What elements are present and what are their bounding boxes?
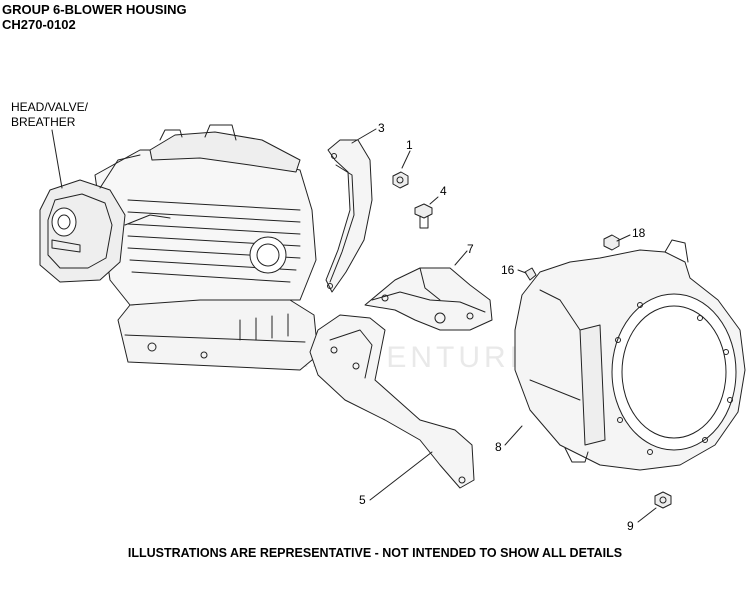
intake-port: [249, 236, 287, 274]
callout-part-9: 9: [627, 519, 634, 533]
diagram-code: CH270-0102: [2, 17, 76, 32]
callout-part-18: 18: [632, 226, 646, 240]
part-3-shroud: [325, 128, 377, 293]
part-18-nut: [603, 234, 631, 251]
part-9-nut: [637, 491, 672, 523]
callout-part-1: 1: [406, 138, 413, 152]
callout-part-16: 16: [501, 263, 515, 277]
callout-head-valve-line2: BREATHER: [11, 115, 76, 129]
engine-assembly: [39, 124, 319, 371]
callout-part-3: 3: [378, 121, 385, 135]
part-5-baffle: [309, 314, 475, 501]
callout-part-8: 8: [495, 440, 502, 454]
engine-valve-cover: [149, 131, 301, 173]
head-valve-leader-line: [51, 129, 63, 189]
part-4-screw: [414, 196, 439, 229]
callout-part-4: 4: [440, 184, 447, 198]
part-7-bracket: [364, 250, 493, 331]
callout-part-5: 5: [359, 493, 366, 507]
callout-head-valve-line1: HEAD/VALVE/: [11, 100, 88, 114]
part-1-bolt: [392, 150, 411, 189]
part-8-blower-housing: [504, 239, 746, 471]
disclaimer-note: ILLUSTRATIONS ARE REPRESENTATIVE - NOT I…: [127, 546, 623, 560]
engine-breather-cover: [39, 179, 126, 283]
part-16-clip: [517, 267, 537, 281]
diagram-title: GROUP 6-BLOWER HOUSING: [2, 2, 187, 17]
callout-part-7: 7: [467, 242, 474, 256]
